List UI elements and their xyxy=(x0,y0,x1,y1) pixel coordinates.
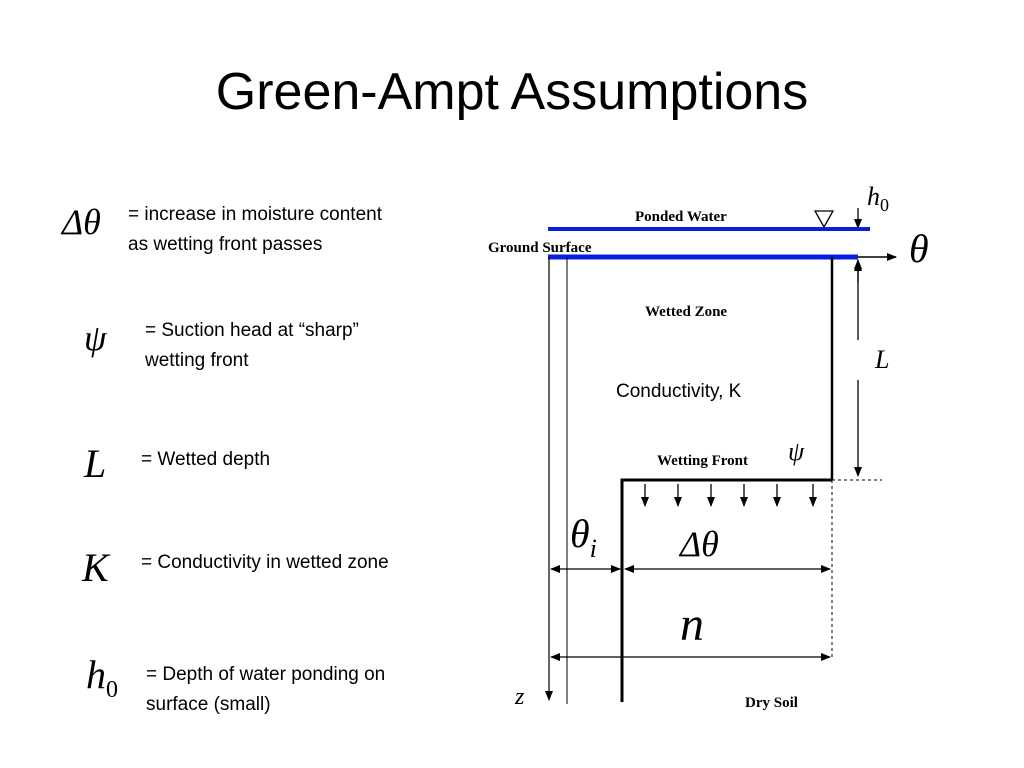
h0-symbol: h0 xyxy=(86,652,118,703)
h0-line-1: = Depth of water ponding on xyxy=(146,664,386,685)
slide-title: Green-Ampt Assumptions xyxy=(215,63,809,121)
wetting-front-label: Wetting Front xyxy=(657,453,748,469)
wetting-front-line xyxy=(620,478,832,702)
ground-surface-label: Ground Surface xyxy=(488,240,592,256)
psi-description: = Suction head at “sharp” wetting front xyxy=(145,316,359,376)
l-diagram-label: L xyxy=(874,345,889,374)
psi-diagram-label: ψ xyxy=(788,437,805,466)
psi-line-1: = Suction head at “sharp” xyxy=(145,320,359,341)
z-axis-label: z xyxy=(514,684,525,710)
conductivity-label: Conductivity, K xyxy=(616,381,742,402)
theta-i-letter: θ xyxy=(570,511,590,556)
delta-theta-line-2: as wetting front passes xyxy=(128,234,323,255)
h0-letter: h xyxy=(86,652,106,697)
delta-theta-diagram-label: Δθ xyxy=(678,524,719,564)
k-symbol: K xyxy=(82,545,109,590)
delta-theta-symbol: Δθ xyxy=(62,202,101,242)
theta-i-diagram-label: θi xyxy=(570,511,597,563)
h0-diagram-subscript: 0 xyxy=(880,195,889,215)
delta-theta-description: = increase in moisture content as wettin… xyxy=(128,200,382,260)
h0-description: = Depth of water ponding on surface (sma… xyxy=(146,660,385,720)
theta-i-subscript: i xyxy=(590,534,597,563)
delta-theta-line-1: = increase in moisture content xyxy=(128,204,382,225)
h0-line-2: surface (small) xyxy=(146,694,271,715)
wetted-zone-label: Wetted Zone xyxy=(645,304,727,320)
ponded-water-label: Ponded Water xyxy=(635,209,727,225)
h0-diagram-letter: h xyxy=(867,182,880,211)
n-diagram-label: n xyxy=(680,598,704,651)
l-line-1: = Wetted depth xyxy=(141,449,271,470)
psi-symbol: ψ xyxy=(84,318,107,358)
psi-line-2: wetting front xyxy=(145,350,249,371)
h0-subscript: 0 xyxy=(106,677,118,703)
h0-diagram-label: h0 xyxy=(867,182,889,215)
l-description: = Wetted depth xyxy=(141,445,270,475)
k-description: = Conductivity in wetted zone xyxy=(141,548,389,578)
dry-soil-label: Dry Soil xyxy=(745,695,798,711)
k-line-1: = Conductivity in wetted zone xyxy=(141,552,389,573)
l-symbol: L xyxy=(84,441,107,486)
water-surface-icon xyxy=(813,210,835,229)
theta-axis-label: θ xyxy=(909,226,929,271)
